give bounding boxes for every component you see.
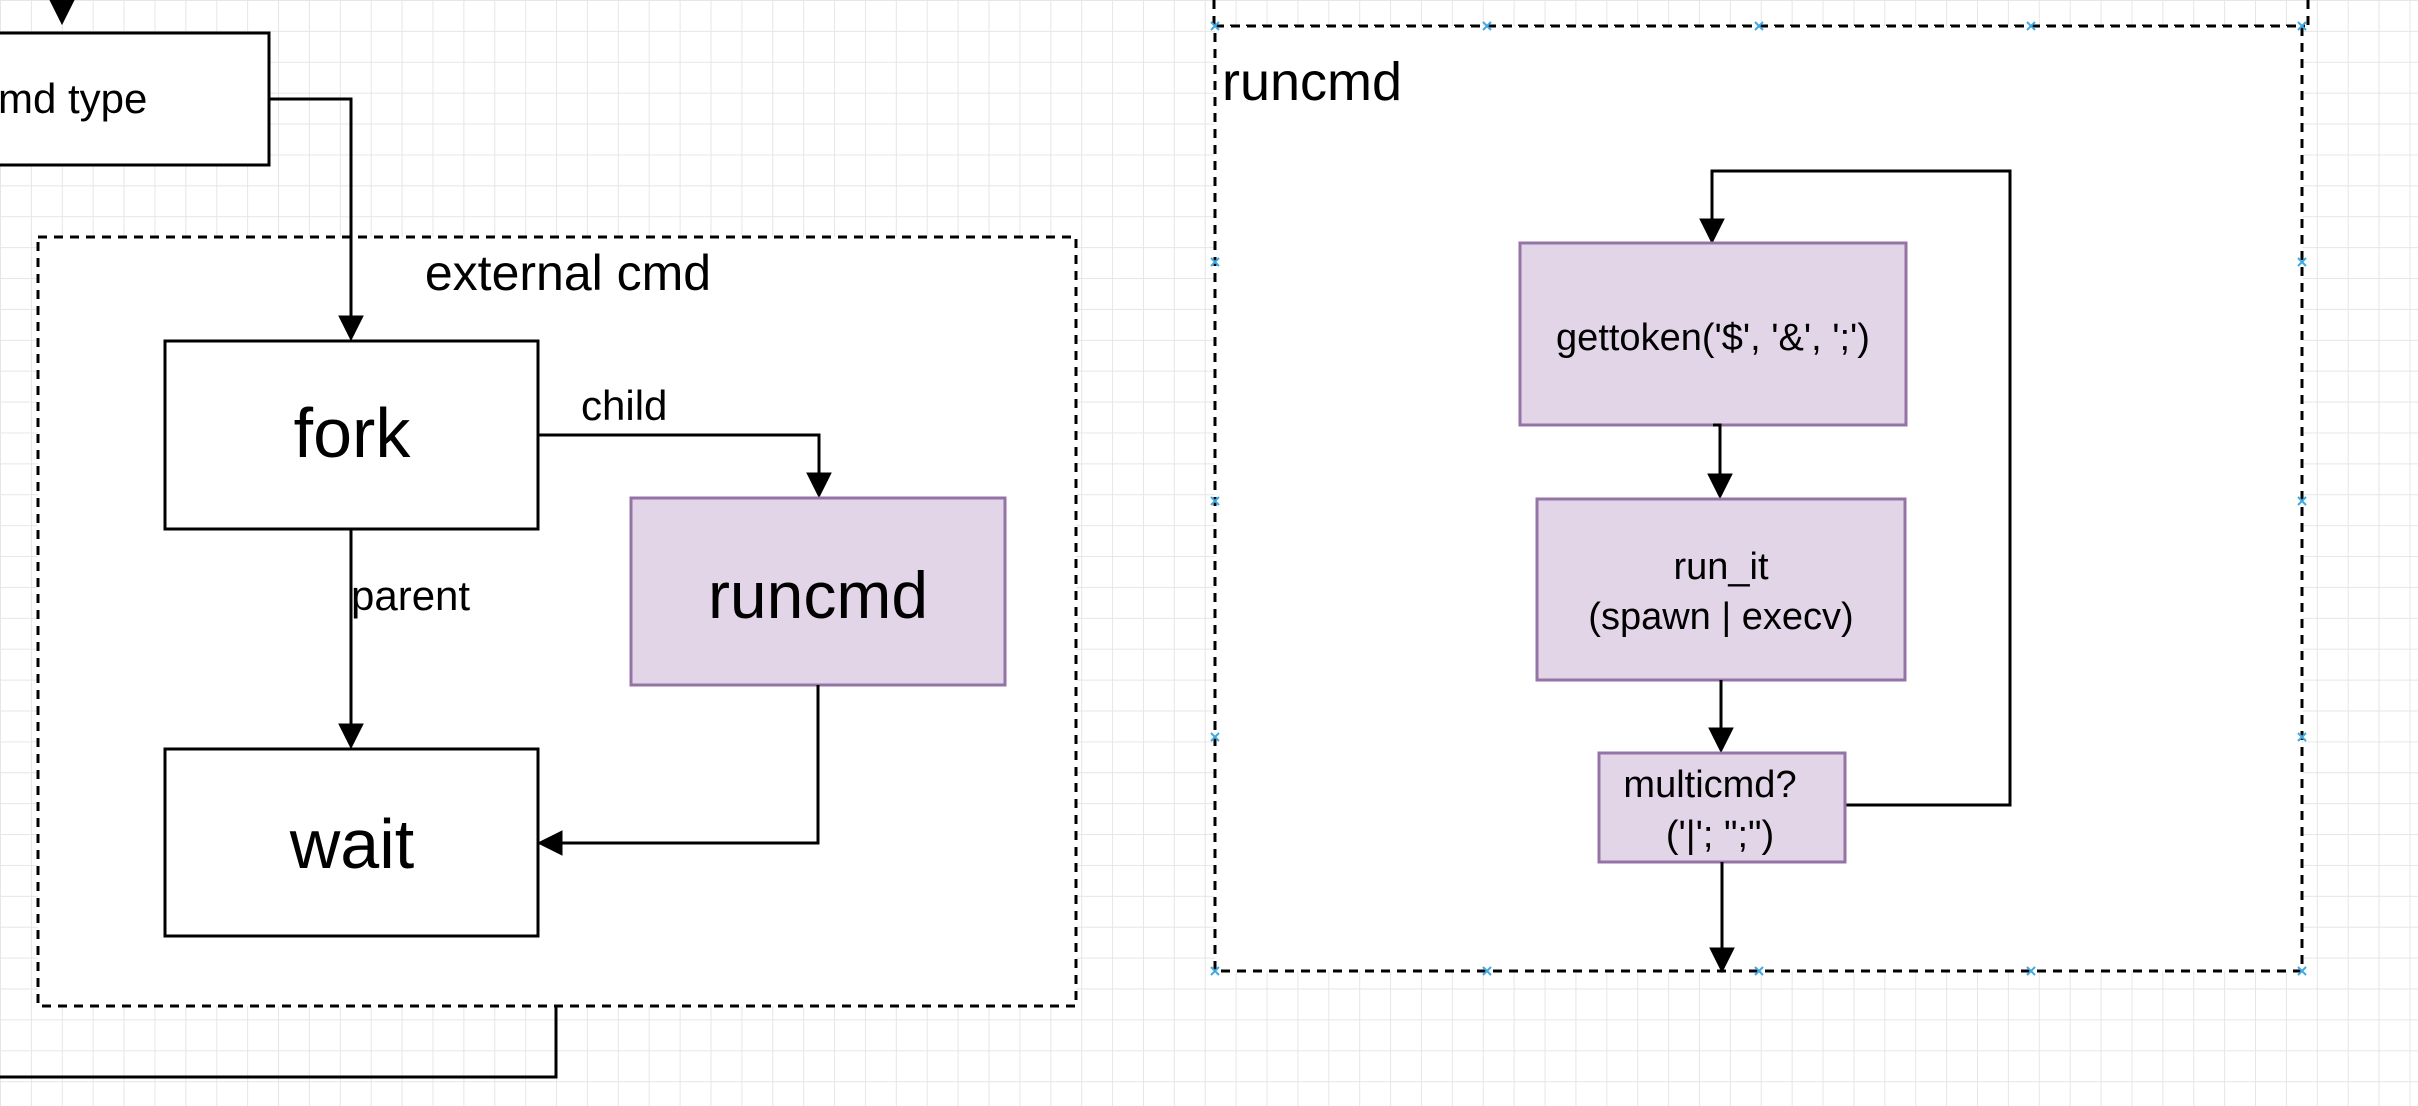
edge-fork-to-runcmd-child[interactable]: child: [538, 382, 832, 499]
wait-label: wait: [289, 805, 414, 883]
gettoken-node[interactable]: gettoken('$', '&', ';'): [1518, 241, 1908, 427]
upper-container-edge: [1212, 0, 2310, 28]
edge-cmd-type-to-fork[interactable]: [269, 97, 364, 342]
runcmd-group-title: runcmd: [1222, 52, 1402, 112]
edge-run-it-to-multicmd[interactable]: [1708, 680, 1734, 754]
external-cmd-title: external cmd: [425, 245, 711, 301]
edge-into-cmd-type[interactable]: [49, 0, 75, 26]
run-it-label-line1: run_it: [1673, 546, 1768, 588]
edge-fork-to-wait-parent[interactable]: parent: [338, 529, 470, 750]
cmd-type-label: md type: [0, 75, 147, 122]
parent-edge-label: parent: [351, 572, 470, 619]
fork-label: fork: [294, 394, 412, 472]
gettoken-label: gettoken('$', '&', ';'): [1556, 317, 1870, 359]
runcmd-label: runcmd: [708, 558, 928, 632]
edge-runcmd-to-wait[interactable]: [536, 685, 820, 856]
run-it-node[interactable]: run_it (spawn | execv): [1535, 497, 1907, 682]
cmd-type-node[interactable]: md type: [0, 31, 271, 167]
edge-multicmd-exit[interactable]: [1709, 862, 1735, 974]
multicmd-label-line1: multicmd?: [1623, 764, 1796, 806]
selection-handles[interactable]: [1210, 21, 2307, 976]
edge-gettoken-to-run-it[interactable]: [1707, 423, 1733, 500]
edge-multicmd-loop-to-gettoken[interactable]: [1699, 169, 2012, 807]
child-edge-label: child: [581, 382, 667, 429]
run-it-label-line2: (spawn | execv): [1588, 596, 1853, 638]
multicmd-node[interactable]: multicmd? ('|'; ";"): [1597, 751, 1847, 864]
wait-node[interactable]: wait: [163, 747, 540, 938]
fork-node[interactable]: fork: [163, 339, 540, 531]
multicmd-label-line2: ('|'; ";"): [1666, 814, 1774, 856]
runcmd-node[interactable]: runcmd: [629, 496, 1007, 687]
edge-external-cmd-out[interactable]: [0, 1006, 558, 1079]
